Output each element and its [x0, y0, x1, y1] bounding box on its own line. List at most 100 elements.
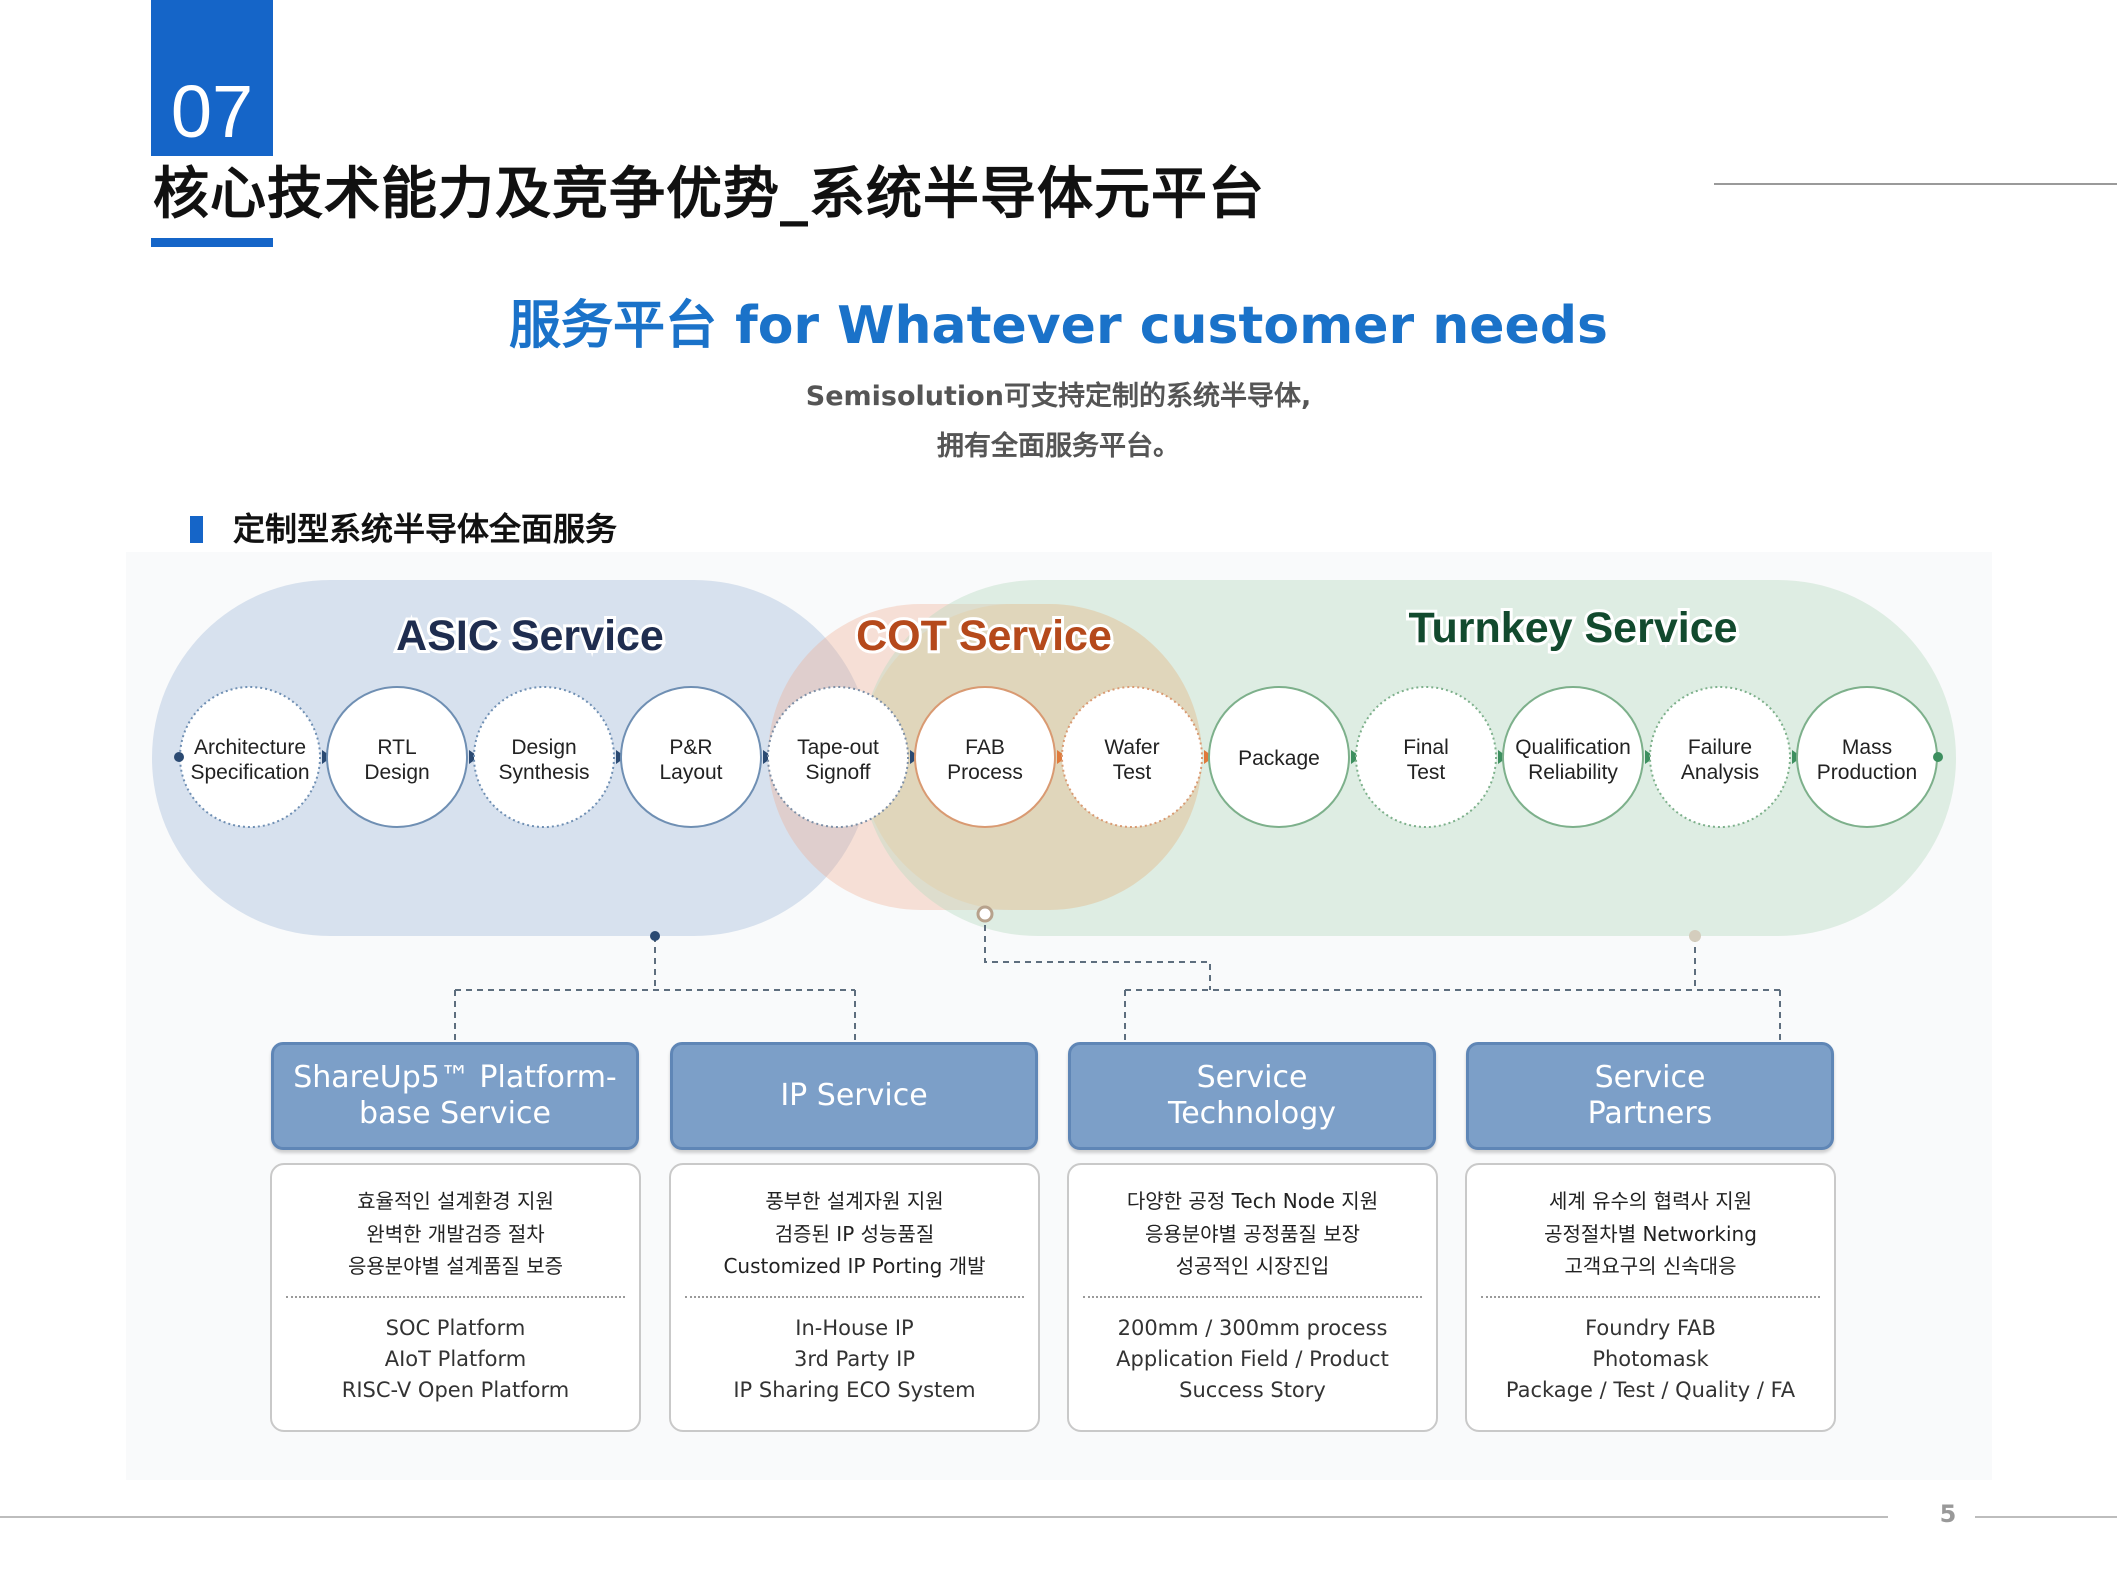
step-label-line1: Wafer [1104, 736, 1159, 759]
step-label-line2: Reliability [1528, 761, 1618, 784]
shareup5-platform-header: ShareUp5™ Platform-base Service [271, 1042, 639, 1150]
feature-item: 효율적인 설계환경 지원 [357, 1189, 554, 1213]
step-circle [767, 686, 909, 828]
service-title-line1: ShareUp5™ Platform- [293, 1060, 617, 1095]
offering-item: AIoT Platform [384, 1347, 527, 1371]
hero-subtitle-line1: Semisolution可支持定制的系统半导体, [805, 381, 1312, 412]
section-number-block [151, 0, 273, 156]
flow-end-dot [1933, 752, 1943, 762]
feature-item: 성공적인 시장진입 [1175, 1254, 1330, 1278]
step-label-line2: Synthesis [498, 761, 589, 784]
section-label: 定制型系统半导体全面服务 [233, 510, 618, 548]
step-label-line2: Design [364, 761, 429, 784]
feature-item: 고객요구의 신속대응 [1564, 1254, 1737, 1278]
section-marker [190, 516, 203, 543]
dotted-divider [1481, 1296, 1820, 1298]
feature-item: 공정절차별 Networking [1544, 1221, 1757, 1246]
turnkey-service-title: Turnkey Service [1408, 604, 1737, 652]
step-label-line2: Process [947, 761, 1023, 784]
step-label-line1: Tape-out [797, 736, 879, 759]
ip-service-header: IP Service [670, 1042, 1038, 1150]
dotted-divider [1083, 1296, 1422, 1298]
page-number: 5 [1939, 1500, 1957, 1528]
step-circle [914, 686, 1056, 828]
offering-item: IP Sharing ECO System [733, 1378, 976, 1402]
feature-item: 다양한 공정 Tech Node 지원 [1126, 1189, 1379, 1213]
dotted-divider [685, 1296, 1024, 1298]
service-title-line1: Service [1594, 1060, 1706, 1095]
offering-item: In-House IP [795, 1316, 914, 1340]
step-label-line2: Test [1113, 761, 1152, 784]
step-circle [473, 686, 615, 828]
step-circle [1208, 686, 1350, 828]
step-label-line1: P&R [669, 736, 712, 759]
step-label-line2: Signoff [806, 761, 871, 784]
title-divider [1714, 183, 2117, 185]
section-number: 07 [170, 70, 254, 153]
offering-list: In-House IP 3rd Party IP IP Sharing ECO Sy… [671, 1313, 1038, 1406]
flow-start-dot [174, 752, 184, 762]
feature-item: 검증된 IP 성능품질 [774, 1221, 935, 1246]
offering-item: Photomask [1592, 1347, 1709, 1371]
dotted-divider [286, 1296, 625, 1298]
offering-item: Application Field / Product [1116, 1347, 1389, 1371]
service-title-line2: Technology [1167, 1096, 1337, 1131]
service-title-line2: base Service [359, 1096, 551, 1131]
step-label-line1: Final [1403, 736, 1449, 759]
step-label-line1: Design [511, 736, 576, 759]
step-circle [620, 686, 762, 828]
offering-item: Success Story [1179, 1378, 1326, 1402]
feature-item: 응용분야별 설계품질 보증 [347, 1254, 564, 1278]
offering-item: 3rd Party IP [793, 1347, 916, 1371]
offering-item: Foundry FAB [1585, 1316, 1716, 1340]
step-label-line2: Analysis [1681, 761, 1759, 784]
step-circle [1649, 686, 1791, 828]
step-label-line1: FAB [965, 736, 1005, 759]
step-circle [179, 686, 321, 828]
step-circle [326, 686, 468, 828]
step-label-line2: Production [1817, 761, 1917, 784]
step-label-line2: Layout [659, 761, 722, 784]
feature-item: 응용분야별 공정품질 보장 [1144, 1221, 1361, 1246]
step-label-line1: RTL [377, 736, 416, 759]
offering-item: Package / Test / Quality / FA [1505, 1378, 1796, 1402]
step-circle [1355, 686, 1497, 828]
step-label-line1: Failure [1688, 736, 1752, 759]
feature-item: 세계 유수의 협력사 지원 [1548, 1189, 1753, 1213]
offering-item: 200mm / 300mm process [1117, 1316, 1388, 1340]
asic-service-title: ASIC Service [396, 612, 664, 660]
process-steps: ArchitectureSpecificationRTLDesignDesign… [174, 686, 1943, 828]
title-underline [151, 238, 273, 247]
connector-lines [454, 914, 1781, 1040]
process-step: Package [1208, 686, 1350, 828]
step-label-line1: Qualification [1515, 736, 1631, 759]
hero-subtitle-line2: 拥有全面服务平台。 [937, 431, 1180, 462]
turnkey-connector-dot [1689, 930, 1701, 942]
page-title: 核心技术能力及竞争优势_系统半导体元平台 [153, 162, 1265, 227]
offering-item: RISC-V Open Platform [341, 1378, 570, 1402]
asic-connector-dot [650, 931, 660, 941]
cot-connector-dot [976, 905, 994, 923]
step-label-line2: Specification [190, 761, 309, 784]
step-label-line1: Mass [1842, 736, 1892, 759]
service-title-line2: Partners [1587, 1096, 1713, 1131]
